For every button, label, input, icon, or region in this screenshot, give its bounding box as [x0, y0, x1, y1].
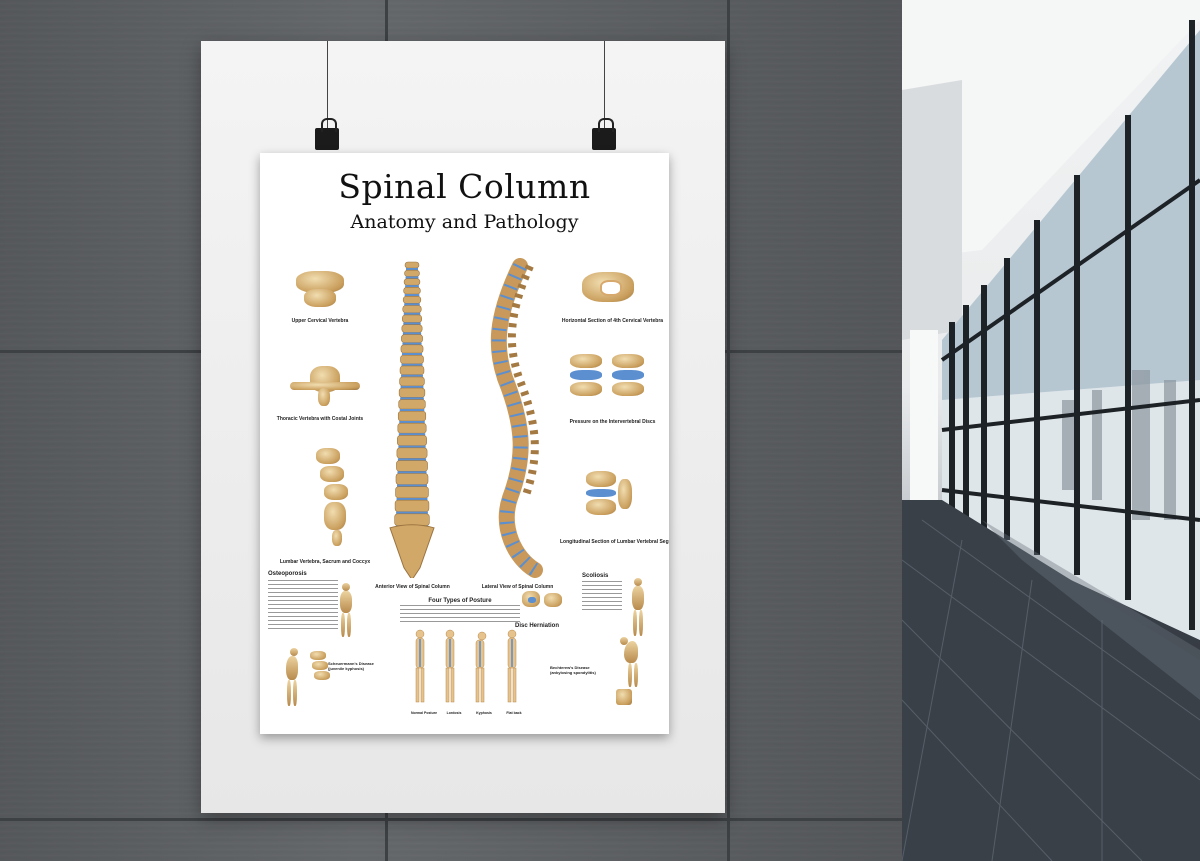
upper-cervical-vertebra-illustration — [290, 261, 350, 311]
hanging-wire — [604, 41, 605, 131]
corridor-background — [902, 0, 1200, 861]
wall-seam — [0, 818, 902, 821]
bechterew-figure-illustration — [610, 631, 650, 706]
scheuermann-spine-illustration — [308, 651, 330, 691]
hanging-wire — [327, 41, 328, 131]
caption-horizontal-section: Horizontal Section of 4th Cervical Verte… — [561, 318, 664, 324]
posture-text-block — [400, 605, 520, 623]
caption-longitudinal-section: Longitudinal Section of Lumbar Vertebral… — [560, 539, 669, 545]
posture-label-normal: Normal Posture — [410, 711, 438, 715]
caption-anterior-view: Anterior View of Spinal Column — [375, 584, 450, 590]
pressure-discs-illustration — [568, 348, 648, 408]
caption-thoracic: Thoracic Vertebra with Costal Joints — [276, 416, 364, 422]
scoliosis-text-block — [582, 581, 622, 611]
caption-pressure-discs: Pressure on the Intervertebral Discs — [569, 419, 656, 425]
anterior-spine-illustration — [382, 258, 442, 581]
heading-scoliosis: Scoliosis — [582, 573, 609, 579]
heading-disc-herniation: Disc Herniation — [515, 623, 560, 629]
heading-four-types-posture: Four Types of Posture — [428, 598, 492, 604]
horizontal-section-illustration — [578, 268, 638, 310]
osteoporosis-figure-illustration — [336, 583, 356, 638]
disc-herniation-illustration — [522, 591, 562, 611]
wall-seam — [727, 0, 730, 861]
thoracic-vertebra-illustration — [290, 358, 360, 408]
poster-title: Spinal Column — [338, 167, 591, 206]
posture-figures-illustration — [408, 628, 528, 708]
lumbar-sacrum-illustration — [310, 448, 355, 548]
heading-osteoporosis: Osteoporosis — [268, 571, 307, 577]
osteoporosis-text-block — [268, 580, 338, 630]
posture-label-kyphosis: Kyphosis — [476, 711, 492, 715]
heading-bechterew: Bechterew's Disease (ankylosing spondyli… — [550, 665, 596, 675]
corridor-illustration — [902, 0, 1200, 861]
lateral-spine-illustration — [475, 258, 565, 578]
scheuermann-figure-illustration — [282, 648, 302, 708]
posture-label-flat-back: Flat back — [506, 711, 522, 715]
binder-clip-icon — [315, 118, 339, 150]
caption-upper-cervical: Upper Cervical Vertebra — [291, 318, 349, 324]
spinal-column-poster: Spinal Column Anatomy and Pathology Uppe… — [260, 153, 669, 734]
heading-scheuermann: Scheuermann's Disease (juvenile kyphosis… — [328, 661, 374, 671]
posture-label-lordosis: Lordosis — [446, 711, 462, 715]
longitudinal-section-illustration — [582, 471, 637, 531]
binder-clip-icon — [592, 118, 616, 150]
scoliosis-figure-illustration — [628, 578, 648, 638]
poster-subtitle: Anatomy and Pathology — [350, 211, 579, 233]
caption-lumbar: Lumbar Vertebra, Sacrum and Coccyx — [279, 559, 371, 565]
caption-lateral-view: Lateral View of Spinal Column — [481, 584, 554, 590]
